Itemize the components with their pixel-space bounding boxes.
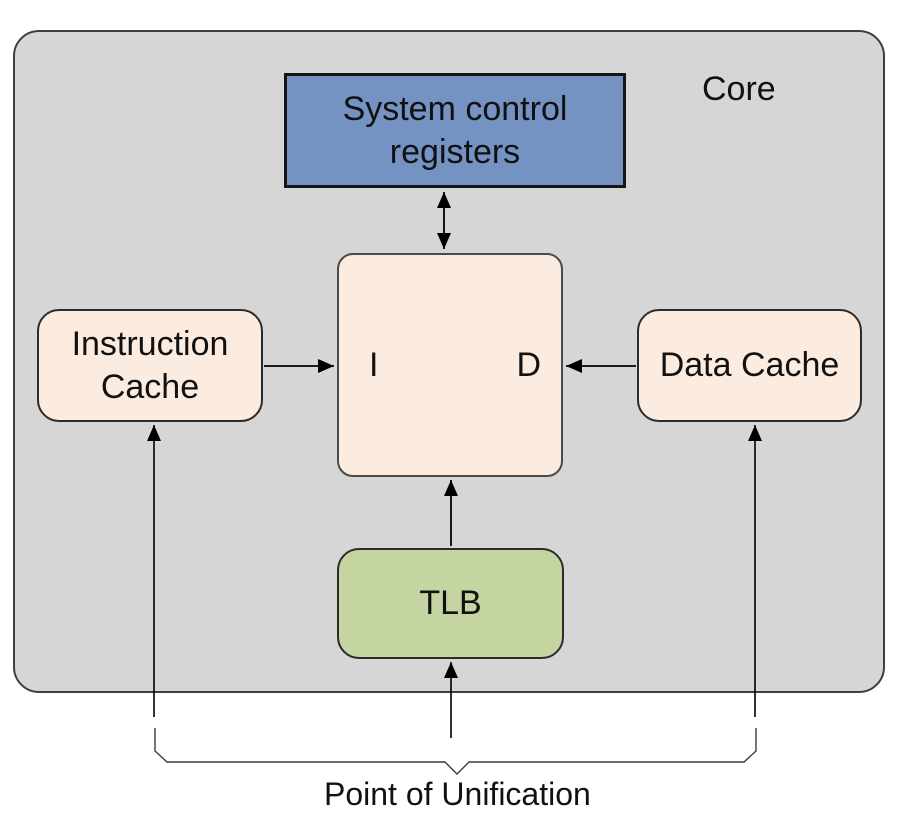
cpu-i-port-label: I	[369, 345, 379, 384]
node-instruction-cache: Instruction Cache	[37, 309, 263, 422]
system-control-registers-label: System control registers	[342, 90, 568, 171]
point-of-unification-brace	[154, 728, 757, 775]
core-label: Core	[702, 70, 776, 108]
node-cpu-core-block: I D	[337, 253, 563, 477]
node-data-cache: Data Cache	[637, 309, 862, 422]
data-cache-label: Data Cache	[659, 346, 840, 385]
point-of-unification-label: Point of Unification	[324, 776, 591, 812]
tlb-label: TLB	[419, 584, 482, 623]
node-tlb: TLB	[337, 548, 564, 659]
cpu-d-port-label: D	[516, 345, 541, 384]
instruction-cache-label: Instruction Cache	[71, 325, 229, 406]
node-system-control-registers: System control registers	[284, 73, 626, 188]
